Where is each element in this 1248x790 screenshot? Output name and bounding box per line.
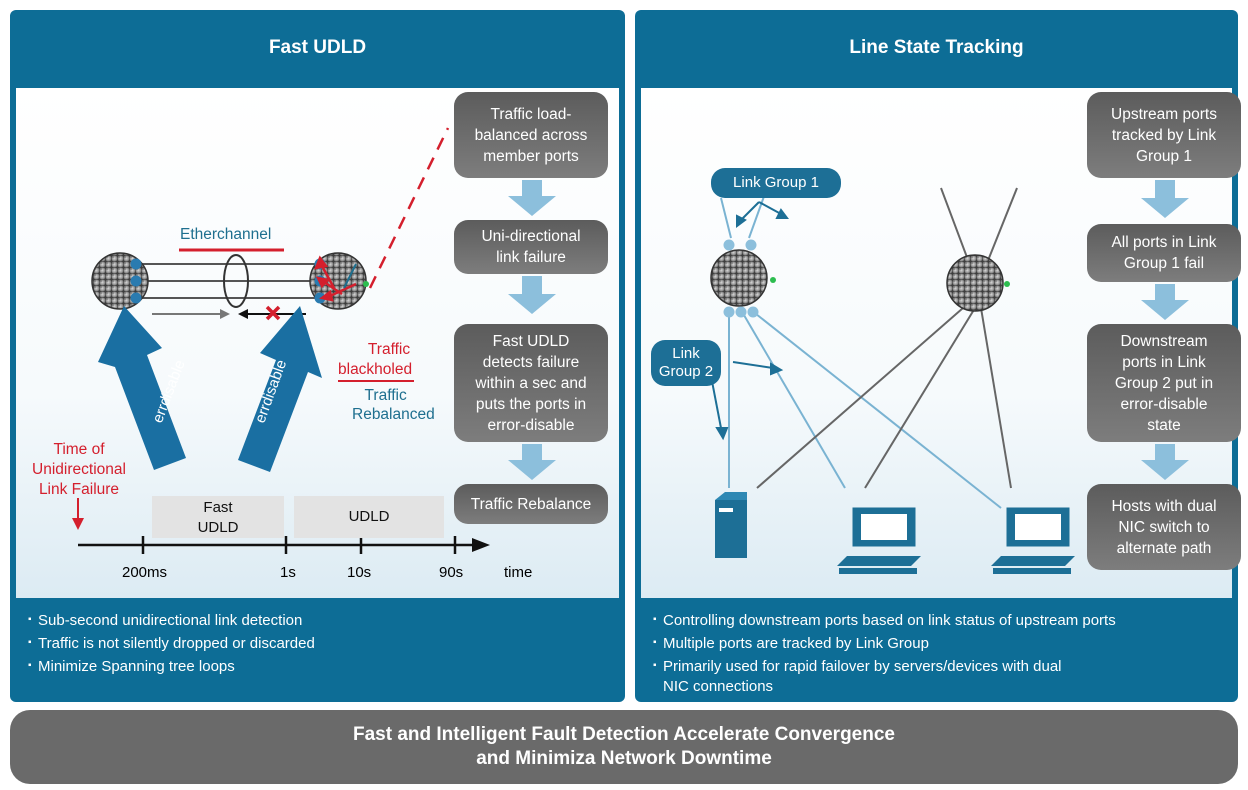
- summary-line-1: Fast and Intelligent Fault Detection Acc…: [353, 724, 895, 745]
- fast-udld-panel: Fast UDLD: [10, 10, 625, 702]
- bullet-item: Minimize Spanning tree loops: [28, 658, 235, 675]
- summary-banner: Fast and Intelligent Fault Detection Acc…: [10, 710, 1238, 784]
- pc-icon-2: [991, 507, 1075, 574]
- etherchannel-label: Etherchannel: [180, 226, 272, 243]
- failure-time-label: Time of Unidirectional Link Failure: [32, 441, 126, 498]
- bullet-item: Primarily used for rapid failover by ser…: [653, 658, 1061, 675]
- link-group-1-label: Link Group 1: [711, 168, 841, 198]
- etherchannel-bundle-ellipse: [223, 254, 249, 308]
- server-icon: [715, 492, 747, 558]
- switch-a-icon: [710, 249, 768, 307]
- bullet-item: Multiple ports are tracked by Link Group: [653, 635, 929, 652]
- line-state-diagram: Link Group 1 Link Group 2 Upstream ports…: [641, 88, 1241, 598]
- bullet-item: Controlling downstream ports based on li…: [653, 612, 1116, 629]
- tick-90s: 90s: [439, 564, 464, 581]
- errdisable-arrow-left: [98, 306, 186, 470]
- flow-down-arrows-right: [1141, 180, 1189, 480]
- traffic-rebalanced-label: Traffic Rebalanced: [352, 387, 435, 423]
- line-state-tracking-panel: Line State Tracking: [635, 10, 1241, 702]
- pc-icon-1: [837, 507, 921, 574]
- line-state-tracking-title: Line State Tracking: [849, 37, 1024, 58]
- etherchannel-links: [138, 263, 316, 299]
- tick-time: time: [504, 564, 533, 581]
- errdisable-arrow-right: [238, 306, 322, 472]
- rebalance-arrow: [343, 263, 357, 289]
- blackhole-arrows: [313, 255, 357, 302]
- bullet-item-continued: NIC connections: [663, 678, 774, 695]
- bullet-item: Sub-second unidirectional link detection: [28, 612, 302, 629]
- summary-line-2: and Minimiza Network Downtime: [476, 748, 772, 769]
- network-links: [720, 187, 1018, 509]
- fast-udld-title: Fast UDLD: [268, 37, 367, 58]
- dashed-red-link: [368, 127, 450, 289]
- link-group-pointers: [710, 201, 789, 441]
- tick-1s: 1s: [280, 564, 296, 581]
- bullet-item: Traffic is not silently dropped or disca…: [28, 635, 315, 652]
- link-group-2-label: Link Group 2: [651, 340, 721, 386]
- fast-udld-svg: [72, 127, 556, 554]
- flow-down-arrows: [508, 180, 556, 480]
- tick-200ms: 200ms: [122, 564, 168, 581]
- flow-step-traffic-rebalance: Traffic Rebalance: [454, 484, 608, 524]
- switch-b-icon: [946, 254, 1004, 312]
- udld-window: UDLD: [294, 496, 444, 538]
- fast-udld-diagram: Etherchannel errdisable errdisable Traff…: [16, 88, 619, 598]
- fast-udld-window: Fast UDLD: [152, 496, 284, 538]
- line-state-svg: [710, 180, 1189, 574]
- tick-10s: 10s: [347, 564, 372, 581]
- failure-x-icon: [265, 305, 281, 321]
- traffic-blackholed-label: Traffic blackholed: [338, 340, 415, 382]
- timeline-ticks: [141, 536, 457, 554]
